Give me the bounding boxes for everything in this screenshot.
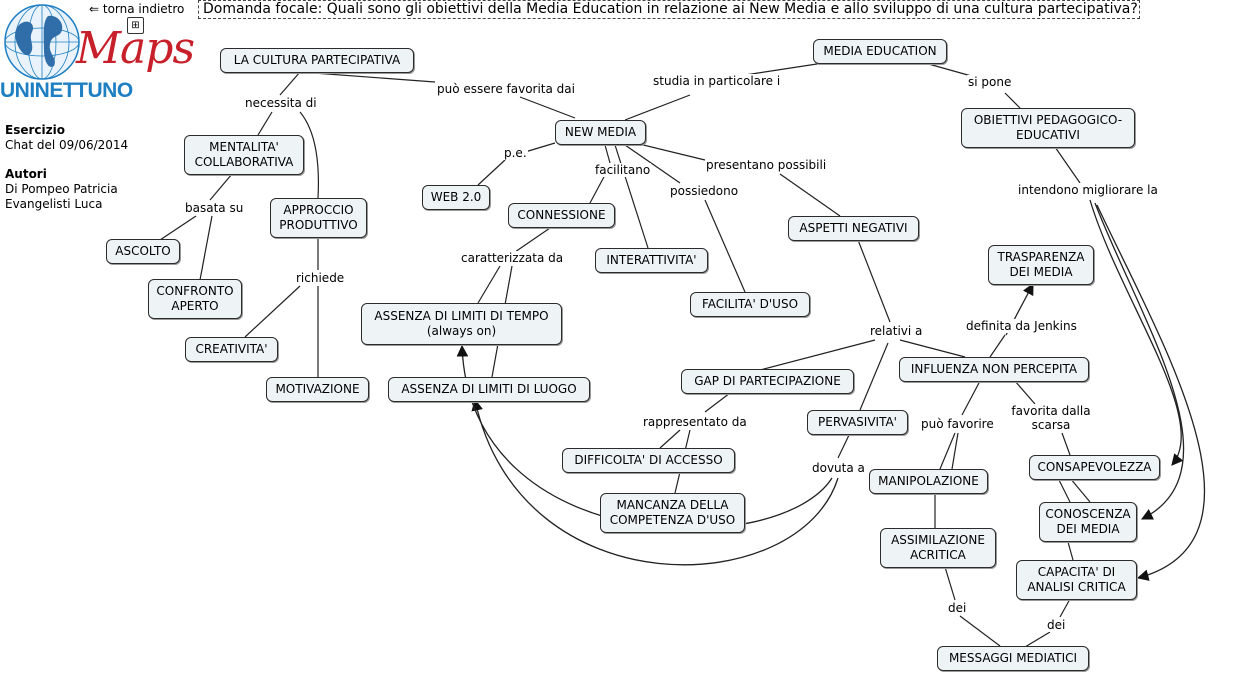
concept-confronto-aperto[interactable]: CONFRONTO APERTO xyxy=(148,279,242,319)
concept-facilita-uso[interactable]: FACILITA' D'USO xyxy=(690,292,810,317)
exercise-title: Esercizio xyxy=(5,123,65,137)
link-studia: studia in particolare i xyxy=(652,74,782,88)
sidebar-info: Esercizio Chat del 09/06/2014 Autori Di … xyxy=(5,123,128,212)
link-intendono: intendono migliorare la xyxy=(1017,183,1159,197)
link-dovuta: dovuta a xyxy=(811,461,866,475)
concept-pervasivita[interactable]: PERVASIVITA' xyxy=(807,410,908,435)
concept-motivazione[interactable]: MOTIVAZIONE xyxy=(266,377,369,402)
back-link[interactable]: ⇐ torna indietro xyxy=(89,2,185,16)
concept-influenza-non-percepita[interactable]: INFLUENZA NON PERCEPITA xyxy=(899,357,1089,382)
concept-connessione[interactable]: CONNESSIONE xyxy=(508,203,615,228)
link-puo-favorire: può favorire xyxy=(920,417,995,431)
link-favorita-scarsa: favorita dalla scarsa xyxy=(1008,404,1094,432)
concept-obiettivi[interactable]: OBIETTIVI PEDAGOGICO-EDUCATIVI xyxy=(961,108,1135,148)
concept-assimilazione-acritica[interactable]: ASSIMILAZIONE ACRITICA xyxy=(880,528,996,568)
concept-approccio-produttivo[interactable]: APPROCCIO PRODUTTIVO xyxy=(270,198,367,238)
link-pe: p.e. xyxy=(503,146,528,160)
concept-web-2-0[interactable]: WEB 2.0 xyxy=(422,185,490,210)
link-definita-jenkins: definita da Jenkins xyxy=(965,319,1078,333)
concept-media-education[interactable]: MEDIA EDUCATION xyxy=(813,39,947,64)
link-si-pone: si pone xyxy=(967,75,1013,89)
concept-trasparenza-media[interactable]: TRASPARENZA DEI MEDIA xyxy=(988,245,1094,285)
logo-uninettuno-text: UNINETTUNO xyxy=(0,79,133,102)
authors-title: Autori xyxy=(5,167,47,181)
link-dei-2: dei xyxy=(1046,618,1067,632)
link-presentano: presentano possibili xyxy=(705,158,828,172)
focus-question: Domanda focale: Quali sono gli obiettivi… xyxy=(198,0,1140,19)
map-icon[interactable]: ⊞ xyxy=(127,17,144,34)
concept-mancanza-competenza[interactable]: MANCANZA DELLA COMPETENZA D'USO xyxy=(600,493,745,533)
concept-capacita-analisi-critica[interactable]: CAPACITA' DI ANALISI CRITICA xyxy=(1016,560,1137,600)
exercise-value: Chat del 09/06/2014 xyxy=(5,138,129,152)
concept-interattivita[interactable]: INTERATTIVITA' xyxy=(595,248,708,273)
concept-ascolto[interactable]: ASCOLTO xyxy=(106,239,180,264)
link-facilitano: facilitano xyxy=(594,163,652,177)
concept-messaggi-mediatici[interactable]: MESSAGGI MEDIATICI xyxy=(937,646,1089,671)
link-rappresentato: rappresentato da xyxy=(642,415,748,429)
link-possiedono: possiedono xyxy=(669,184,740,198)
link-caratterizzata: caratterizzata da xyxy=(460,251,565,265)
concept-difficolta-accesso[interactable]: DIFFICOLTA' DI ACCESSO xyxy=(562,448,735,473)
link-richiede: richiede xyxy=(295,271,346,285)
author-1: Di Pompeo Patricia xyxy=(5,182,118,196)
concept-assenza-limiti-luogo[interactable]: ASSENZA DI LIMITI DI LUOGO xyxy=(388,377,590,402)
concept-assenza-limiti-tempo[interactable]: ASSENZA DI LIMITI DI TEMPO (always on) xyxy=(361,303,562,345)
concept-manipolazione[interactable]: MANIPOLAZIONE xyxy=(869,469,988,494)
globe-logo-icon xyxy=(4,4,80,80)
concept-gap-partecipazione[interactable]: GAP DI PARTECIPAZIONE xyxy=(681,369,854,394)
concept-new-media[interactable]: NEW MEDIA xyxy=(555,120,646,145)
concept-conoscenza-media[interactable]: CONOSCENZA DEI MEDIA xyxy=(1039,502,1137,542)
concept-consapevolezza[interactable]: CONSAPEVOLEZZA xyxy=(1029,455,1160,480)
concept-creativita[interactable]: CREATIVITA' xyxy=(185,337,278,362)
link-necessita: necessita di xyxy=(244,96,318,110)
author-2: Evangelisti Luca xyxy=(5,197,103,211)
link-relativi: relativi a xyxy=(869,324,924,338)
concept-cultura-partecipativa[interactable]: LA CULTURA PARTECIPATIVA xyxy=(220,48,414,73)
link-basata-su: basata su xyxy=(184,201,245,215)
concept-aspetti-negativi[interactable]: ASPETTI NEGATIVI xyxy=(788,216,919,241)
link-puo-essere-favorita: può essere favorita dai xyxy=(436,82,576,96)
link-dei-1: dei xyxy=(947,601,968,615)
concept-mentalita-collaborativa[interactable]: MENTALITA' COLLABORATIVA xyxy=(184,135,304,175)
